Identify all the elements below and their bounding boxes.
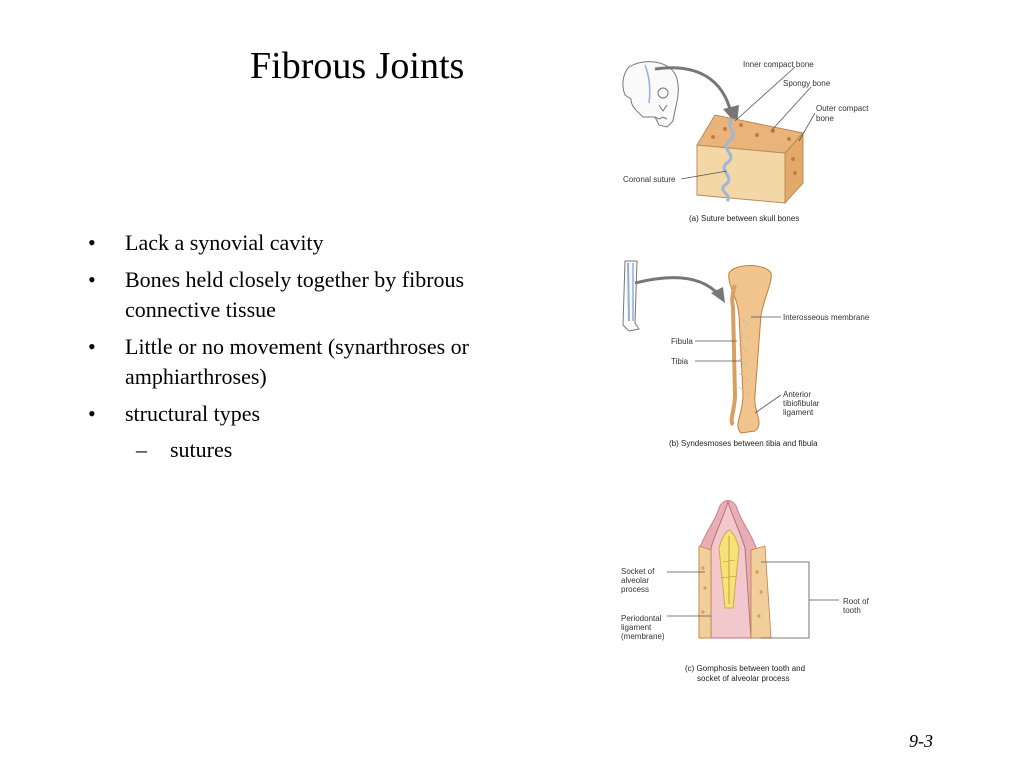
bullet-symbol: • <box>88 267 96 292</box>
pointer-arrow-head <box>711 287 725 303</box>
tooth-socket <box>698 500 772 639</box>
leg-icon <box>622 260 640 332</box>
periodontal-ligament-label-3: (membrane) <box>621 632 665 641</box>
periodontal-ligament-label: Periodontal <box>621 614 662 623</box>
slide-title: Fibrous Joints <box>250 45 465 87</box>
bullet-text: structural types <box>125 401 261 426</box>
spongy-bone-label: Spongy bone <box>783 79 831 88</box>
interosseous-membrane-label: Interosseous membrane <box>783 313 870 322</box>
bullet-text: Bones held closely together by fibrous c… <box>125 267 465 322</box>
gomphosis-caption: (c) Gomphosis between tooth and <box>685 664 805 673</box>
root-of-tooth-label-2: tooth <box>843 606 861 615</box>
inner-compact-bone-label: Inner compact bone <box>743 60 814 69</box>
root-of-tooth-label: Root of <box>843 597 870 606</box>
socket-label-2: alveolar <box>621 576 649 585</box>
gomphosis-caption-2: socket of alveolar process <box>697 674 790 683</box>
pointer-arrow <box>634 276 721 297</box>
bone-block <box>696 114 804 205</box>
periodontal-ligament-label-2: ligament <box>621 623 652 632</box>
slide-number: 9-3 <box>909 731 933 751</box>
bullet-item: • structural types <box>88 399 508 429</box>
bullet-item: • Little or no movement (synarthroses or… <box>88 332 508 392</box>
bullet-symbol: • <box>88 230 96 255</box>
suture-line <box>721 117 735 203</box>
bullet-symbol: • <box>88 401 96 426</box>
pointer-arrow <box>654 66 733 114</box>
coronal-suture-label: Coronal suture <box>623 175 676 184</box>
tibia-label: Tibia <box>671 357 689 366</box>
bullet-list: • Lack a synovial cavity • Bones held cl… <box>88 228 508 465</box>
bullet-text: Lack a synovial cavity <box>125 230 324 255</box>
bullet-item: • Lack a synovial cavity <box>88 228 508 258</box>
socket-label: Socket of <box>621 567 655 576</box>
sub-bullet-symbol: – <box>136 437 147 462</box>
skull-icon <box>622 61 679 128</box>
bullet-text: Little or no movement (synarthroses or a… <box>125 334 469 389</box>
bullet-item: • Bones held closely together by fibrous… <box>88 265 508 325</box>
outer-compact-bone-label: Outer compact <box>816 104 869 113</box>
bullet-symbol: • <box>88 334 96 359</box>
fibula-label: Fibula <box>671 337 693 346</box>
suture-caption: (a) Suture between skull bones <box>689 214 799 223</box>
outer-compact-bone-label-2: bone <box>816 114 834 123</box>
anterior-tibiofibular-label-3: ligament <box>783 408 814 417</box>
gomphosis-figure: Socket of alveolar process Periodontal l… <box>621 500 870 683</box>
sub-bullet-text: sutures <box>170 437 233 462</box>
anterior-tibiofibular-label: Anterior <box>783 390 811 399</box>
syndesmosis-caption: (b) Syndesmoses between tibia and fibula <box>669 439 818 448</box>
socket-label-3: process <box>621 585 649 594</box>
sub-bullet-item: – sutures <box>88 435 508 465</box>
tibia-fibula-bones <box>728 265 772 434</box>
anterior-tibiofibular-label-2: tibiofibular <box>783 399 820 408</box>
syndesmosis-figure: Interosseous membrane Fibula Tibia Anter… <box>622 260 870 448</box>
suture-figure: Inner compact bone Spongy bone Outer com… <box>622 60 869 223</box>
